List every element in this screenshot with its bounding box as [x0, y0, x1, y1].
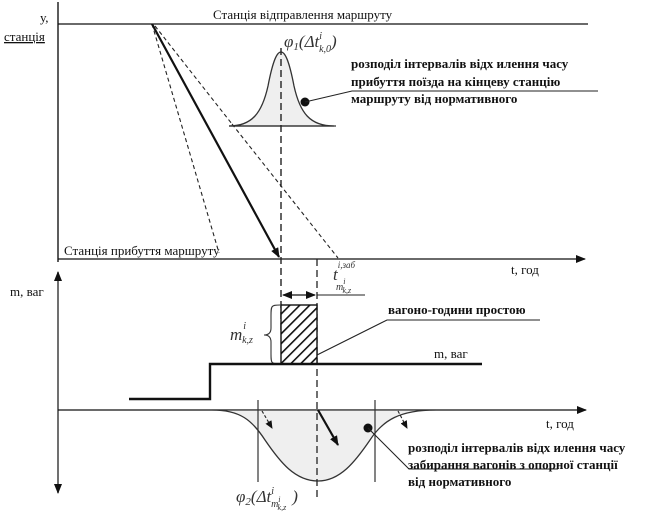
arrival-note-leader [304, 90, 598, 103]
trajectory-dashed-left [151, 23, 220, 254]
departure-station-label: Станція відправлення маршруту [213, 7, 393, 22]
trajectory-dashed-to-curve [154, 25, 233, 125]
pickup-note-line-1: розподіл інтервалів відх илення часу [408, 440, 626, 455]
pickup-time-label: ti,заб [333, 260, 355, 284]
trajectory-main-arrow [151, 23, 280, 258]
arrival-note-line-2: прибуття поїзда на кінцеву станцію [351, 74, 560, 89]
pickup-note-line-2: забирання вагонів з опорної станції [408, 457, 618, 472]
shift-arrow-main [317, 409, 339, 446]
bottom-y-axis-label: m, ваг [10, 284, 44, 299]
idle-leader [316, 319, 540, 356]
idle-wagon-hours-block [280, 304, 318, 365]
pickup-note-line-3: від нормативного [408, 474, 511, 489]
top-y-axis-label-1: у, [40, 10, 48, 25]
shift-arrow-left [261, 410, 273, 429]
idle-label: вагоно-години простою [388, 302, 526, 317]
bottom-x-axis-label: t, год [546, 416, 574, 431]
trajectory-dashed-right [231, 123, 339, 259]
shift-arrow-right [397, 410, 408, 429]
arrival-note-line-3: маршруту від нормативного [351, 91, 517, 106]
pickup-note-leader [367, 427, 558, 470]
wagon-count-step-line [129, 362, 482, 401]
wagons-label: m, ваг [434, 346, 468, 361]
top-x-axis-label: t, год [511, 262, 539, 277]
top-y-axis-label-2: станція [4, 29, 45, 44]
arrival-note-line-1: розподіл інтервалів відх илення часу [351, 56, 569, 71]
top-panel: у, станція Станція відправлення маршруту… [4, 2, 598, 380]
arrival-station-label: Станція прибуття маршруту [64, 243, 220, 258]
wagon-count-brace [263, 304, 281, 365]
